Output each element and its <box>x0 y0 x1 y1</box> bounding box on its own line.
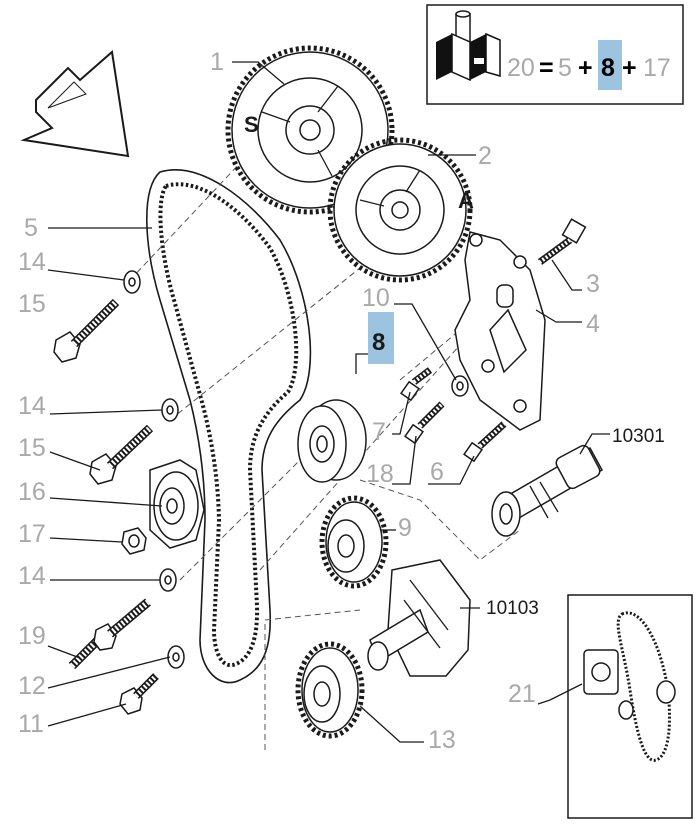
kit-part-a: 5 <box>558 54 572 82</box>
direction-arrow-icon <box>20 50 130 158</box>
callout-15-top: 15 <box>18 290 46 318</box>
callout-7: 7 <box>372 418 386 446</box>
a-mark: A <box>458 188 474 213</box>
stud-19 <box>68 598 151 670</box>
callout-10103: 10103 <box>486 598 539 619</box>
callout-12: 12 <box>18 672 46 700</box>
callout-21: 21 <box>508 680 536 708</box>
callout-10301: 10301 <box>612 426 665 447</box>
washer-14-bottom <box>159 568 177 592</box>
bolt-7 <box>400 367 433 402</box>
highlight-box-formula <box>598 40 622 90</box>
callout-19: 19 <box>18 622 46 650</box>
callout-11: 11 <box>18 710 44 738</box>
tensioner-bracket <box>454 231 546 431</box>
water-pump-inset <box>567 594 693 819</box>
highlight-box-callout-8 <box>368 312 394 364</box>
callout-18: 18 <box>366 460 394 488</box>
s-mark: S <box>244 112 259 137</box>
bolt-11 <box>119 673 159 715</box>
crank-sprocket-9 <box>319 495 389 589</box>
kit-formula-box: 20 = 5 + 8 + 17 <box>426 4 684 105</box>
shaft-10301 <box>491 444 604 537</box>
kit-number: 20 <box>507 54 535 82</box>
callout-4: 4 <box>586 310 600 338</box>
parts-kit-icon <box>436 10 501 82</box>
bolt-3 <box>537 218 587 265</box>
bolt-18 <box>404 401 445 445</box>
leader-lines <box>47 61 610 743</box>
callout-8: 8 <box>372 329 385 356</box>
callout-5: 5 <box>24 214 38 242</box>
washer-10-hole <box>456 381 464 391</box>
callout-numbers: 1 2 3 4 5 6 7 8 9 10 11 12 13 14 14 14 1… <box>18 48 665 754</box>
callout-10: 10 <box>362 284 390 312</box>
crank-pulley-13 <box>295 641 365 739</box>
callout-15-bottom: 15 <box>18 434 46 462</box>
washer-14-top <box>123 270 141 294</box>
bolt-15-top <box>53 298 120 363</box>
nut-17 <box>121 527 147 555</box>
bolt-15-bottom <box>89 424 154 485</box>
plus-sign-1: + <box>578 54 593 82</box>
plus-sign-2: + <box>622 54 637 82</box>
equals-sign: = <box>539 54 554 82</box>
callout-13: 13 <box>428 726 456 754</box>
timing-belt <box>146 169 312 684</box>
kit-part-b: 8 <box>601 54 615 82</box>
callout-16: 16 <box>18 478 46 506</box>
callout-14-bottom: 14 <box>18 562 46 590</box>
washer-12 <box>167 645 185 669</box>
callout-1: 1 <box>210 48 224 76</box>
washer-14-middle <box>161 398 179 422</box>
crankshaft-10103 <box>367 559 471 677</box>
kit-part-c: 17 <box>643 54 671 82</box>
idler-pulley-8 <box>297 399 367 483</box>
callout-2: 2 <box>478 142 492 170</box>
callout-3: 3 <box>586 270 600 298</box>
camshaft-pulley-a <box>327 137 473 283</box>
bolt-6 <box>463 421 507 463</box>
callout-14-top: 14 <box>18 248 46 276</box>
tensioner-pulley-16 <box>149 459 205 549</box>
callout-9: 9 <box>398 514 412 542</box>
callout-14-middle: 14 <box>18 392 46 420</box>
callout-17: 17 <box>18 520 46 548</box>
callout-6: 6 <box>430 458 444 486</box>
